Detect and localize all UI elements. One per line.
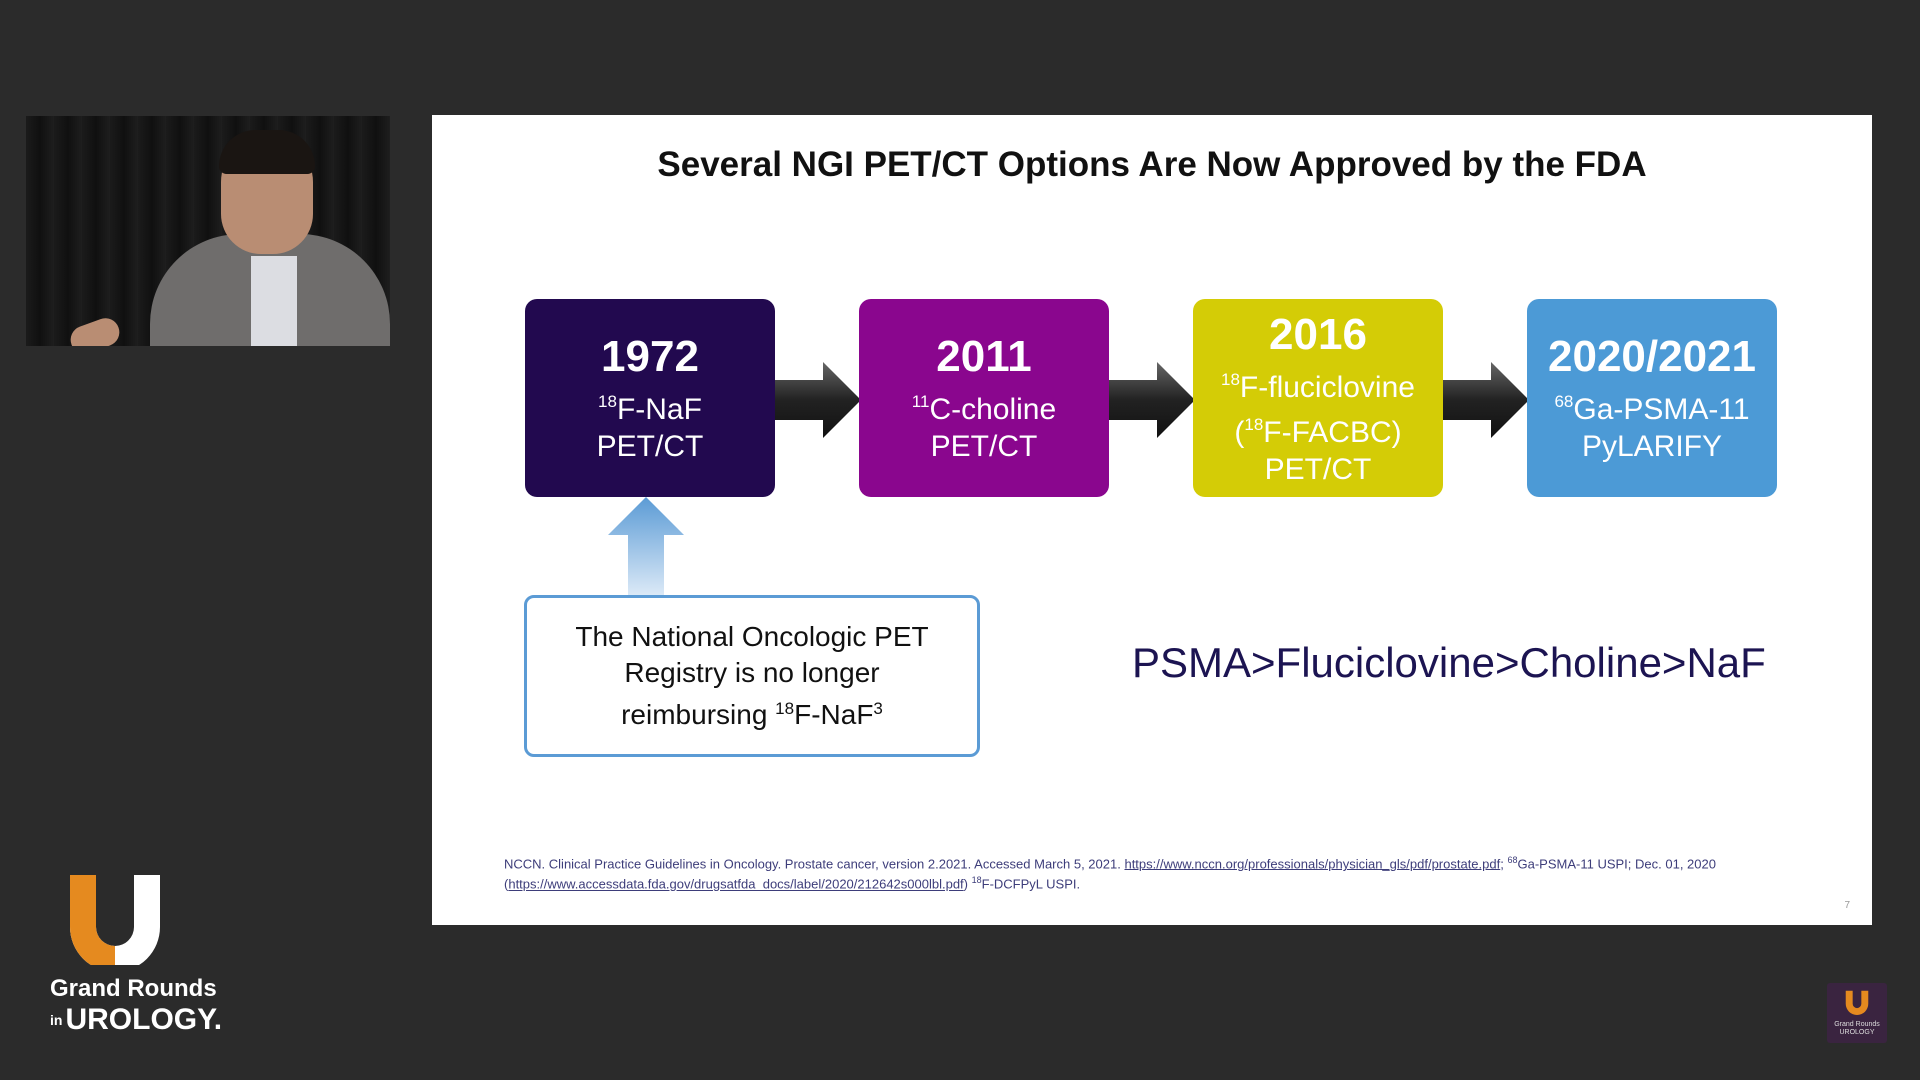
registry-note-text: The National Oncologic PET Registry is n…: [575, 619, 928, 733]
slide-number: 7: [1844, 900, 1850, 911]
corner-badge-logo: Grand Rounds UROLOGY: [1827, 983, 1887, 1043]
brand-urology: UROLOGY.: [65, 1003, 223, 1036]
reference-paren: ): [963, 876, 968, 892]
reference-link[interactable]: https://www.nccn.org/professionals/physi…: [1124, 856, 1501, 872]
agent-name: F-fluciclovine: [1239, 370, 1415, 404]
timeline-arrow-1: [775, 362, 861, 438]
timeline-box-2011: 2011 11C-choline PET/CT: [859, 299, 1109, 497]
timeline-agent: 11C-choline: [912, 383, 1056, 428]
agent-name: C-choline: [929, 393, 1057, 426]
paren-open: (: [1234, 415, 1245, 449]
timeline-year: 2020/2021: [1548, 332, 1756, 381]
u-logo-icon: [1845, 990, 1869, 1015]
isotope-sup: 18: [1244, 414, 1264, 434]
isotope-sup: 68: [1507, 855, 1518, 865]
badge-text: Grand Rounds UROLOGY: [1827, 1021, 1887, 1037]
timeline-year: 2011: [936, 332, 1032, 381]
u-logo-icon: [70, 875, 160, 965]
timeline-year: 1972: [601, 332, 699, 381]
timeline-agent: 18F-fluciclovine: [1221, 361, 1415, 406]
badge-line-1: Grand Rounds: [1834, 1021, 1880, 1028]
isotope-sup: 18: [971, 875, 982, 886]
note-line: The National Oncologic PET: [575, 621, 929, 652]
references-footnote: NCCN. Clinical Practice Guidelines in On…: [504, 852, 1804, 893]
brand-line-1: Grand Rounds: [50, 975, 217, 1002]
brand-in: in: [50, 1012, 63, 1028]
alias-name: F-FACBC): [1263, 415, 1402, 449]
citation-sup: 3: [873, 699, 883, 718]
reference-text: F-DCFPyL USPI.: [981, 876, 1081, 892]
timeline-modality: PET/CT: [930, 430, 1038, 463]
timeline-box-1972: 1972 18F-NaF PET/CT: [525, 299, 775, 497]
reference-paren: (: [504, 876, 509, 892]
reference-separator: ;: [1500, 856, 1504, 872]
reference-text: Ga-PSMA-11 USPI; Dec. 01, 2020: [1517, 856, 1716, 872]
isotope-sup: 18: [775, 699, 795, 718]
timeline-agent-alias: (18F-FACBC): [1234, 406, 1401, 451]
isotope-sup: 18: [1221, 369, 1240, 389]
agent-name: Ga-PSMA-11: [1573, 393, 1750, 426]
timeline-agent: 18F-NaF: [598, 383, 702, 428]
timeline-brand: PyLARIFY: [1581, 430, 1723, 463]
ranking-text: PSMA>Fluciclovine>Choline>NaF: [1132, 639, 1766, 686]
timeline-arrow-3: [1443, 362, 1529, 438]
reference-text: NCCN. Clinical Practice Guidelines in On…: [504, 856, 1121, 872]
note-word: reimbursing: [621, 699, 768, 730]
timeline-year: 2016: [1269, 309, 1367, 359]
note-line: reimbursing 18F-NaF3: [575, 691, 928, 733]
timeline-box-2016: 2016 18F-fluciclovine (18F-FACBC) PET/CT: [1193, 299, 1443, 497]
up-arrow-icon: [608, 497, 684, 595]
timeline-modality: PET/CT: [596, 430, 704, 463]
timeline-arrow-2: [1109, 362, 1195, 438]
badge-line-2: UROLOGY: [1839, 1029, 1875, 1036]
isotope-sup: 68: [1554, 392, 1574, 411]
timeline-agent: 68Ga-PSMA-11: [1554, 383, 1749, 428]
note-line: Registry is no longer: [624, 657, 880, 688]
speaker-hair: [219, 130, 315, 174]
isotope-sup: 18: [598, 392, 617, 411]
speaker-shirt: [251, 256, 297, 346]
timeline-box-2020-2021: 2020/2021 68Ga-PSMA-11 PyLARIFY: [1527, 299, 1777, 497]
agent-name: F-NaF: [616, 393, 702, 426]
speaker-video: [26, 116, 390, 346]
presentation-slide: Several NGI PET/CT Options Are Now Appro…: [432, 115, 1872, 925]
timeline-modality: PET/CT: [1264, 452, 1372, 486]
isotope-sup: 11: [911, 392, 930, 411]
reference-link[interactable]: https://www.accessdata.fda.gov/drugsatfd…: [508, 876, 964, 892]
slide-title: Several NGI PET/CT Options Are Now Appro…: [657, 145, 1647, 184]
registry-note: The National Oncologic PET Registry is n…: [524, 595, 980, 757]
agent-name: F-NaF: [794, 699, 874, 730]
